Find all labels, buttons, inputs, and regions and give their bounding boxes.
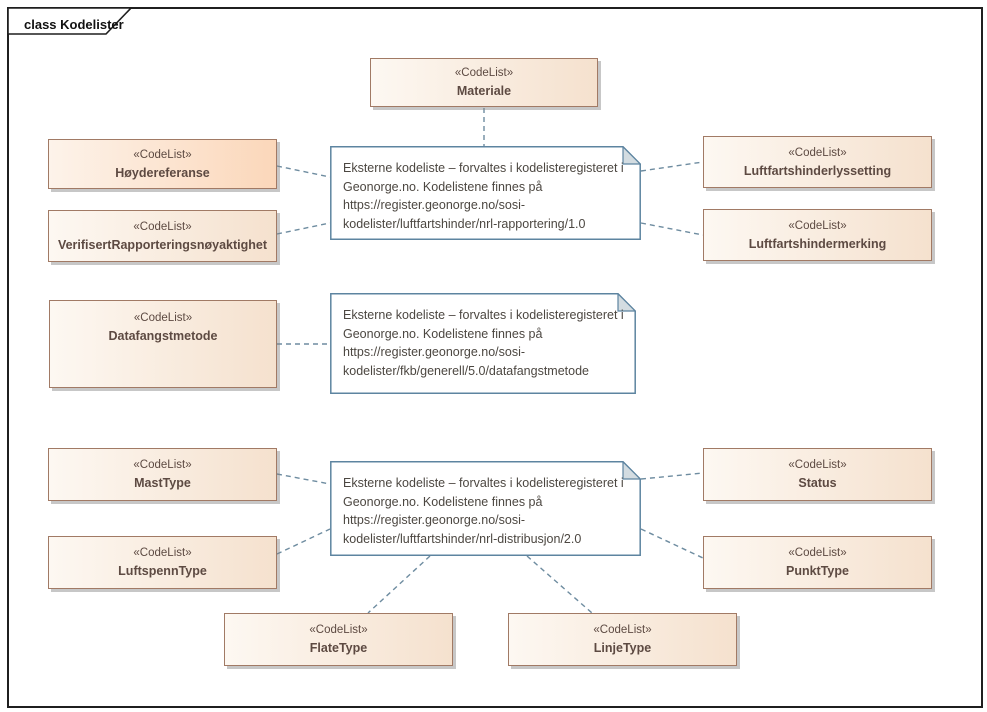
codelist-flatetype[interactable]: «CodeList» FlateType bbox=[224, 613, 453, 666]
stereotype-label: «CodeList» bbox=[788, 547, 847, 559]
note-fold-icon bbox=[622, 146, 641, 165]
stereotype-label: «CodeList» bbox=[309, 624, 368, 636]
note-line: https://register.geonorge.no/sosi- bbox=[343, 513, 526, 527]
codelist-name: FlateType bbox=[309, 641, 368, 655]
note-shape bbox=[330, 146, 641, 240]
frame-tab-shape bbox=[7, 7, 133, 35]
codelist-name: Luftfartshindermerking bbox=[748, 236, 887, 251]
codelist-name: MastType bbox=[134, 476, 191, 490]
codelist-punkttype[interactable]: «CodeList» PunktType bbox=[703, 536, 932, 589]
codelist-name: LuftspennType bbox=[118, 564, 207, 578]
note-text: Eksterne kodeliste – forvaltes i kodelis… bbox=[330, 146, 641, 233]
stereotype-label: «CodeList» bbox=[133, 547, 192, 559]
note-line: Eksterne kodeliste – forvaltes i kodelis… bbox=[343, 161, 624, 175]
note-line: Eksterne kodeliste – forvaltes i kodelis… bbox=[343, 308, 624, 322]
codelist-luftspenntype[interactable]: «CodeList» LuftspennType bbox=[48, 536, 277, 589]
diagram-frame-tab: class Kodelister bbox=[7, 7, 135, 35]
codelist-hoydereferanse[interactable]: «CodeList» Høydereferanse bbox=[48, 139, 277, 189]
codelist-name: Høydereferanse bbox=[115, 165, 210, 180]
note-nrl-distribusjon[interactable]: Eksterne kodeliste – forvaltes i kodelis… bbox=[330, 461, 641, 556]
diagram-title: class Kodelister bbox=[24, 17, 124, 32]
stereotype-label: «CodeList» bbox=[593, 624, 652, 636]
stereotype-label: «CodeList» bbox=[454, 67, 514, 79]
note-line: Geonorge.no. Kodelistene finnes på bbox=[343, 179, 543, 194]
note-line: Eksterne kodeliste – forvaltes i kodelis… bbox=[343, 476, 624, 490]
note-line: kodelister/luftfartshinder/nrl-distribus… bbox=[343, 531, 582, 546]
note-shape bbox=[330, 461, 641, 556]
codelist-name: Datafangstmetode bbox=[108, 329, 218, 343]
codelist-datafangstmetode[interactable]: «CodeList» Datafangstmetode bbox=[49, 300, 277, 388]
note-line: Geonorge.no. Kodelistene finnes på bbox=[343, 494, 543, 509]
stereotype-label: «CodeList» bbox=[133, 312, 193, 324]
codelist-luftfartshindermerking[interactable]: «CodeList» Luftfartshindermerking bbox=[703, 209, 932, 261]
codelist-name: Materiale bbox=[456, 84, 512, 98]
note-line: kodelister/fkb/generell/5.0/datafangstme… bbox=[343, 363, 589, 378]
codelist-linjetype[interactable]: «CodeList» LinjeType bbox=[508, 613, 737, 666]
codelist-masttype[interactable]: «CodeList» MastType bbox=[48, 448, 277, 501]
note-nrl-rapportering[interactable]: Eksterne kodeliste – forvaltes i kodelis… bbox=[330, 146, 641, 240]
note-fold-icon bbox=[617, 293, 636, 312]
note-fold-icon bbox=[622, 461, 641, 480]
note-line: Geonorge.no. Kodelistene finnes på bbox=[343, 326, 543, 341]
codelist-name: Luftfartshinderlyssetting bbox=[743, 163, 892, 178]
diagram-frame bbox=[7, 7, 983, 708]
note-text: Eksterne kodeliste – forvaltes i kodelis… bbox=[330, 461, 641, 548]
stereotype-label: «CodeList» bbox=[788, 146, 847, 159]
stereotype-label: «CodeList» bbox=[133, 459, 192, 471]
stereotype-label: «CodeList» bbox=[133, 148, 192, 161]
note-line: kodelister/luftfartshinder/nrl-rapporter… bbox=[343, 216, 586, 231]
note-line: https://register.geonorge.no/sosi- bbox=[343, 345, 526, 359]
codelist-status[interactable]: «CodeList» Status bbox=[703, 448, 932, 501]
stereotype-label: «CodeList» bbox=[788, 459, 847, 471]
codelist-verifisertrapporteringsnoyaktighet[interactable]: «CodeList» VerifisertRapporteringsnøyakt… bbox=[48, 210, 277, 262]
codelist-name: VerifisertRapporteringsnøyaktighet bbox=[57, 237, 268, 252]
note-line: https://register.geonorge.no/sosi- bbox=[343, 198, 526, 212]
codelist-name: Status bbox=[798, 476, 837, 490]
stereotype-label: «CodeList» bbox=[133, 220, 192, 233]
codelist-name: PunktType bbox=[786, 564, 849, 578]
note-datafangstmetode[interactable]: Eksterne kodeliste – forvaltes i kodelis… bbox=[330, 293, 636, 394]
codelist-materiale[interactable]: «CodeList» Materiale bbox=[370, 58, 598, 107]
codelist-name: LinjeType bbox=[593, 641, 652, 655]
note-shape bbox=[330, 293, 636, 394]
codelist-luftfartshinderlyssetting[interactable]: «CodeList» Luftfartshinderlyssetting bbox=[703, 136, 932, 188]
stereotype-label: «CodeList» bbox=[788, 219, 847, 232]
note-text: Eksterne kodeliste – forvaltes i kodelis… bbox=[330, 293, 636, 380]
